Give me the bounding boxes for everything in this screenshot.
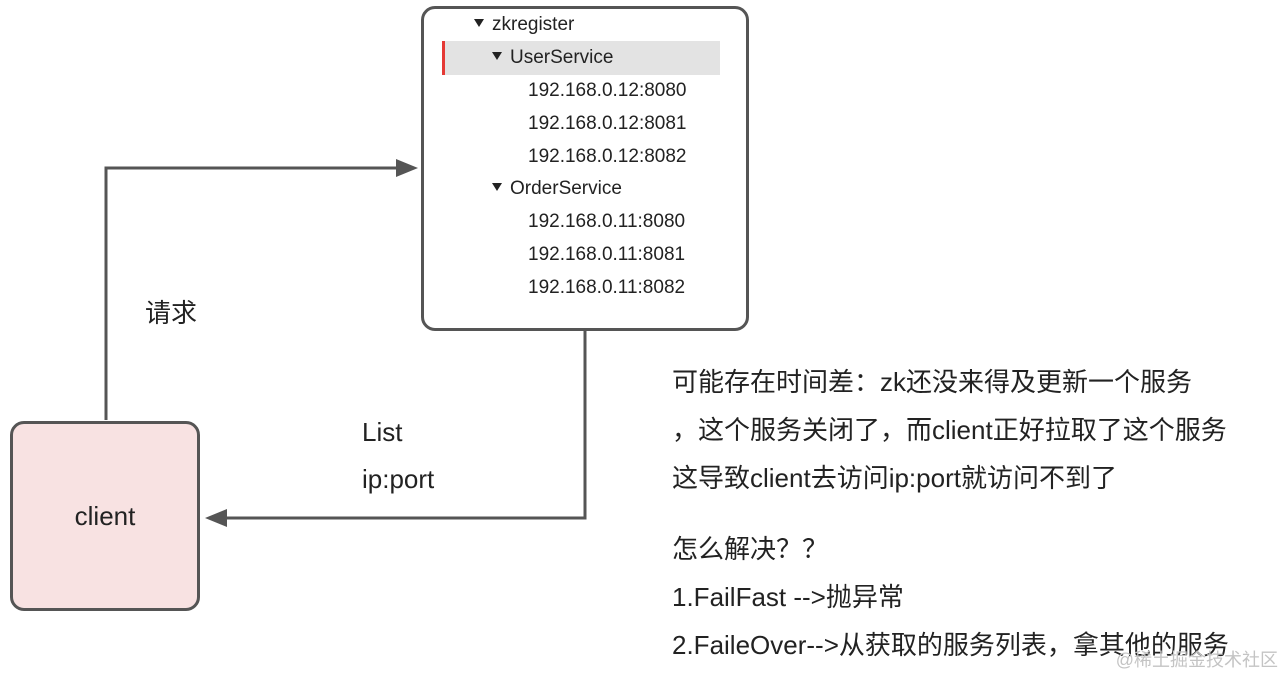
client-node: client: [10, 421, 200, 611]
selected-row-highlight: [444, 41, 720, 75]
zookeeper-registry-panel: zkregister UserService 192.168.0.12:8080…: [421, 6, 749, 331]
tree-leaf-instance[interactable]: 192.168.0.12:8080: [528, 75, 687, 107]
note-solution: 1.FailFast -->抛异常: [672, 582, 904, 612]
instance-address: 192.168.0.12:8082: [528, 146, 687, 167]
instance-address: 192.168.0.11:8082: [528, 277, 686, 298]
note-question: 怎么解决？？: [672, 534, 829, 564]
tree-root-label: zkregister: [492, 14, 575, 35]
service-label: OrderService: [510, 178, 622, 199]
expand-caret-icon[interactable]: [492, 182, 502, 191]
watermark: @稀土掘金技术社区: [1115, 650, 1278, 670]
note-solution: 2.FaileOver-->从获取的服务列表，拿其他的服务: [672, 630, 1229, 660]
tree-leaf-instance[interactable]: 192.168.0.12:8082: [528, 141, 687, 173]
response-label-list: List: [362, 417, 403, 447]
tree-leaf-instance[interactable]: 192.168.0.11:8081: [528, 239, 685, 271]
request-arrow-line: [104, 166, 400, 420]
request-label: 请求: [145, 298, 198, 328]
response-label-ipport: ip:port: [362, 464, 435, 494]
request-arrowhead: [396, 159, 418, 177]
tree-node-userservice[interactable]: UserService: [492, 42, 613, 74]
tree-root-zkregister[interactable]: zkregister: [474, 9, 574, 41]
expand-caret-icon[interactable]: [492, 51, 502, 60]
instance-address: 192.168.0.12:8081: [528, 113, 687, 134]
instance-address: 192.168.0.12:8080: [528, 80, 687, 101]
tree-leaf-instance[interactable]: 192.168.0.12:8081: [528, 108, 687, 140]
service-label: UserService: [510, 47, 614, 68]
note-line: 可能存在时间差：zk还没来得及更新一个服务: [672, 367, 1193, 397]
selected-row-marker: [442, 41, 445, 75]
note-line: ，这个服务关闭了，而client正好拉取了这个服务: [672, 415, 1227, 445]
instance-address: 192.168.0.11:8080: [528, 211, 686, 232]
tree-node-orderservice[interactable]: OrderService: [492, 173, 622, 205]
tree-leaf-instance[interactable]: 192.168.0.11:8082: [528, 272, 685, 304]
instance-address: 192.168.0.11:8081: [528, 244, 686, 265]
client-label: client: [74, 500, 136, 531]
response-arrowhead: [205, 509, 227, 527]
note-line: 这导致client去访问ip:port就访问不到了: [672, 463, 1117, 493]
tree-leaf-instance[interactable]: 192.168.0.11:8080: [528, 206, 685, 238]
expand-caret-icon[interactable]: [474, 18, 484, 27]
response-arrow-line: [225, 326, 587, 520]
